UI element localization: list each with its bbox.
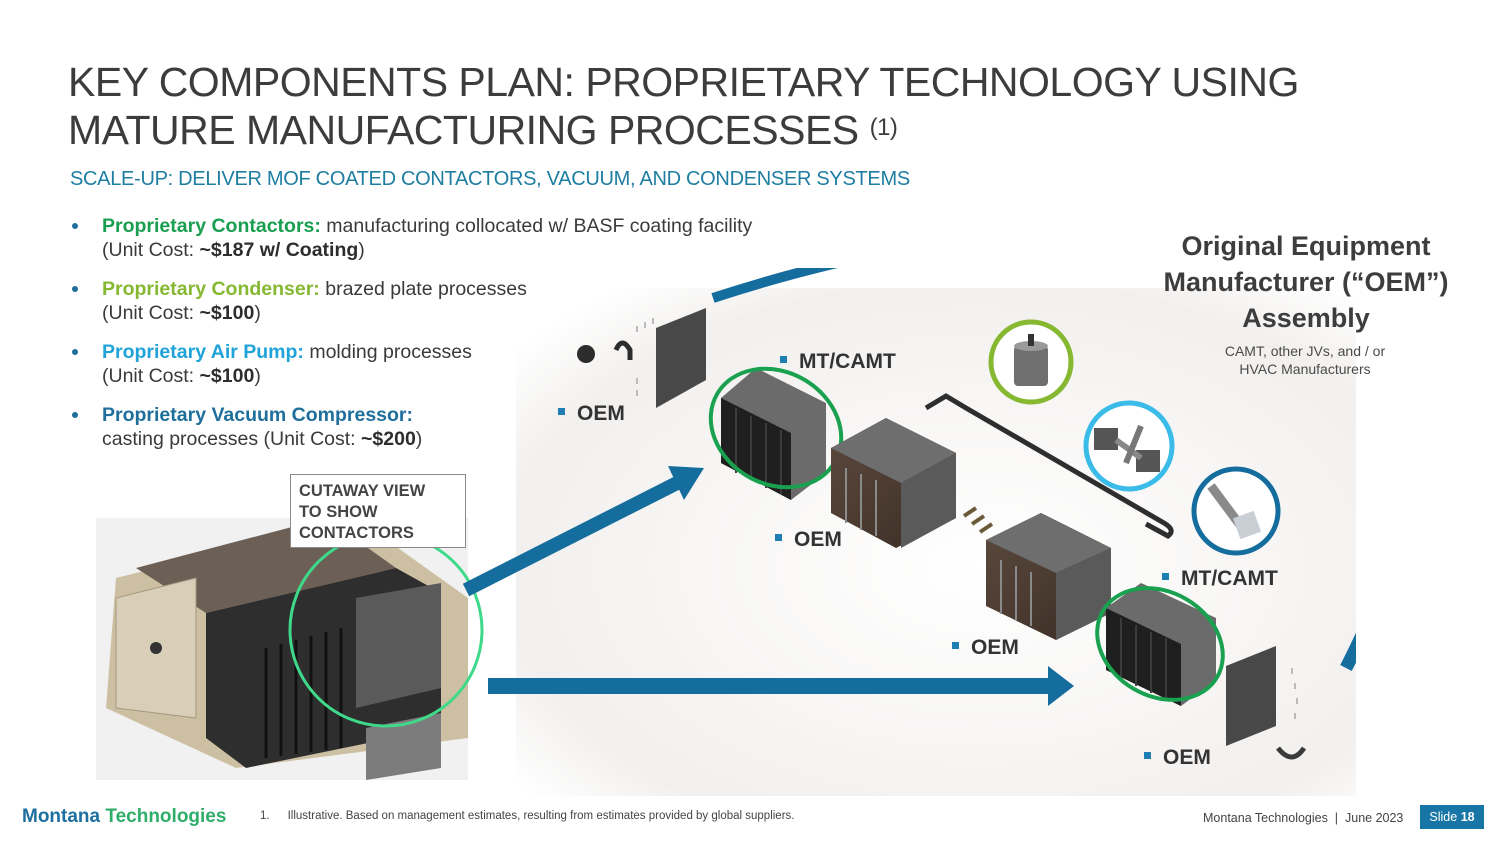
square-bullet-icon — [558, 407, 565, 415]
slide-number-badge: Slide 18 — [1420, 805, 1484, 829]
arrow-top-curve — [711, 268, 838, 303]
end-cap-parts-right — [1226, 646, 1307, 760]
unit-cost: ~$100 — [199, 302, 255, 324]
arrow-horizontal — [488, 678, 1050, 694]
bullet-heading: Proprietary Condenser: — [102, 278, 320, 300]
square-bullet-icon — [1162, 572, 1169, 580]
label-oem-left: OEM — [558, 402, 625, 426]
footer-company-date: Montana Technologies | June 2023 — [1203, 811, 1404, 825]
bullet-condenser: Proprietary Condenser: brazed plate proc… — [72, 277, 872, 325]
bullet-dot — [72, 223, 78, 229]
unit-cost: ~$100 — [199, 365, 255, 387]
footnote: 1.Illustrative. Based on management esti… — [260, 810, 795, 822]
bullet-heading: Proprietary Air Pump: — [102, 341, 304, 363]
unit-cost: ~$187 w/ Coating — [199, 239, 359, 261]
condenser-image — [988, 319, 1074, 405]
bullet-dot — [72, 349, 78, 355]
arrow-diagonal-head — [668, 466, 704, 500]
contactor-ring-bottom — [1095, 586, 1225, 702]
rod-part — [924, 393, 1174, 539]
slide-title: KEY COMPONENTS PLAN: PROPRIETARY TECHNOL… — [68, 58, 1299, 154]
cutaway-unit-image — [96, 518, 468, 780]
vacuum-compressor-image — [1191, 466, 1281, 556]
bullet-vacuum-compressor: Proprietary Vacuum Compressor: casting p… — [72, 403, 872, 451]
callout-line: TO SHOW — [299, 503, 378, 521]
air-pump-image — [1083, 400, 1175, 492]
exploded-assembly-illustration — [96, 268, 1356, 796]
label-mtcamt-right: MT/CAMT — [1162, 567, 1278, 591]
bullet-dot — [72, 412, 78, 418]
contactor-stack-top — [721, 368, 826, 500]
callout-line: CONTACTORS — [299, 524, 414, 542]
square-bullet-icon — [780, 355, 787, 363]
housing-cage-lower — [986, 513, 1111, 640]
cutaway-callout-box: CUTAWAY VIEW TO SHOW CONTACTORS — [290, 474, 466, 548]
bullet-dot — [72, 286, 78, 292]
contactor-stack-bottom — [1106, 583, 1216, 706]
title-line-1: KEY COMPONENTS PLAN: PROPRIETARY TECHNOL… — [68, 59, 1299, 105]
square-bullet-icon — [1144, 751, 1151, 759]
bullet-contactors: Proprietary Contactors: manufacturing co… — [72, 214, 872, 262]
end-cap-parts-left — [577, 308, 706, 408]
title-line-2: MATURE MANUFACTURING PROCESSES (1) — [68, 107, 898, 153]
bullet-heading: Proprietary Vacuum Compressor: — [102, 404, 414, 426]
square-bullet-icon — [775, 533, 782, 541]
bullet-heading: Proprietary Contactors: — [102, 215, 321, 237]
oem-assembly-heading: Original Equipment Manufacturer (“OEM”) … — [1163, 231, 1449, 333]
label-oem-middle: OEM — [775, 528, 842, 552]
callout-line: CUTAWAY VIEW — [299, 482, 426, 500]
square-bullet-icon — [952, 641, 959, 649]
company-logo: Montana Technologies — [22, 806, 227, 827]
oem-assembly-subtext: CAMT, other JVs, and / or HVAC Manufactu… — [1224, 343, 1386, 377]
arrow-diagonal — [462, 474, 685, 597]
label-oem-lower: OEM — [952, 636, 1019, 660]
bullet-air-pump: Proprietary Air Pump: molding processes … — [72, 340, 872, 388]
unit-cost: ~$200 — [361, 428, 416, 450]
component-bullet-list: Proprietary Contactors: manufacturing co… — [72, 214, 872, 466]
slide-subtitle: SCALE-UP: DELIVER MOF COATED CONTACTORS,… — [70, 168, 910, 190]
vacuum-compressor-ring — [1191, 466, 1281, 556]
label-mtcamt-top: MT/CAMT — [780, 350, 896, 374]
title-footnote-ref: (1) — [869, 114, 898, 141]
arrow-horizontal-head — [1048, 666, 1074, 706]
label-oem-bottom: OEM — [1144, 746, 1211, 770]
housing-cage-middle — [831, 418, 994, 548]
